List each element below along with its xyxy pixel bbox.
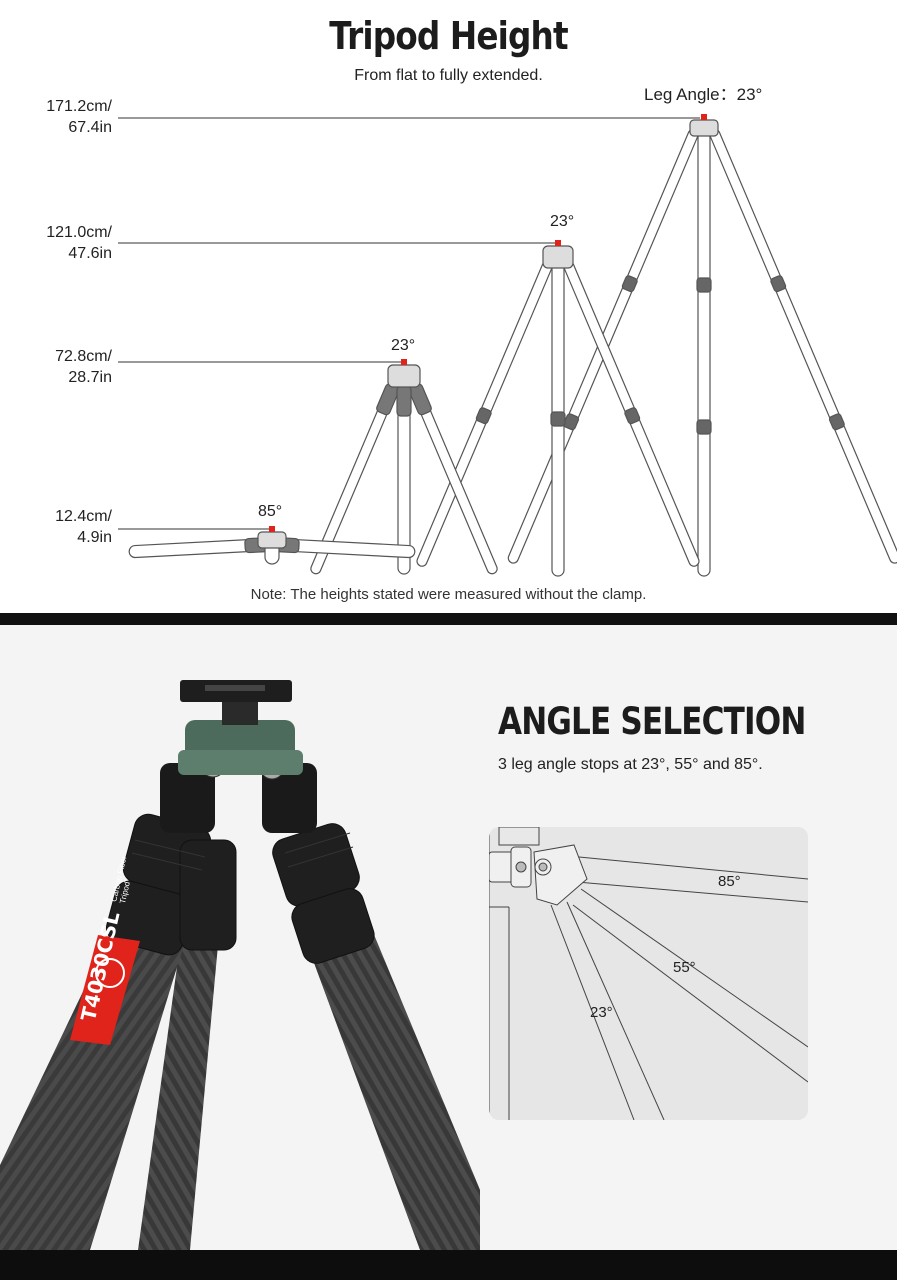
tripod-medium (416, 240, 700, 577)
brand-band (70, 935, 140, 1045)
height-imperial: 28.7in (68, 369, 112, 386)
carbon-leg-right (300, 925, 480, 1250)
height-imperial: 67.4in (68, 119, 112, 136)
angle-label-medium: 23° (550, 213, 575, 230)
section-subtitle: From flat to fully extended. (354, 67, 543, 84)
height-imperial: 4.9in (77, 529, 112, 546)
angle-label-compact: 23° (391, 337, 416, 354)
section-title: Tripod Height (329, 14, 568, 58)
tripod-height-section: Tripod Height From flat to fully extende… (0, 0, 897, 612)
angle-label-23: 23° (590, 1004, 613, 1021)
section-divider (0, 613, 897, 625)
height-metric: 171.2cm/ (46, 98, 112, 115)
angle-label-flat: 85° (258, 503, 283, 520)
angle-selection-title: ANGLE SELECTION (498, 700, 806, 743)
angle-diagram-card: 85° 55° 23° (489, 827, 808, 1120)
height-label-compact: 72.8cm/ 28.7in (0, 346, 112, 388)
leg-grip (105, 813, 375, 964)
leg-angle-label: Leg Angle：23° (644, 85, 763, 104)
height-metric: 12.4cm/ (55, 508, 112, 525)
angle-selection-description: 3 leg angle stops at 23°, 55° and 85°. (498, 756, 763, 773)
angle-diagram (489, 827, 808, 1120)
height-metric: 121.0cm/ (46, 224, 112, 241)
height-metric: 72.8cm/ (55, 348, 112, 365)
angle-label-85: 85° (718, 873, 741, 890)
tripod-product-photo (0, 680, 480, 1250)
carbon-leg-left (0, 925, 190, 1250)
height-diagram (118, 114, 897, 577)
height-label-flat: 12.4cm/ 4.9in (0, 506, 112, 548)
height-label-max: 171.2cm/ 67.4in (0, 96, 112, 138)
height-label-medium: 121.0cm/ 47.6in (0, 222, 112, 264)
bottom-border (0, 1250, 897, 1280)
tripod-compact (310, 359, 498, 575)
carbon-leg-center (138, 945, 218, 1250)
hinge-diagram (489, 827, 588, 906)
measurement-note: Note: The heights stated were measured w… (250, 586, 647, 603)
leg-hinge (160, 763, 215, 833)
height-imperial: 47.6in (68, 245, 112, 262)
leg-hinge (262, 763, 317, 833)
angle-label-55: 55° (673, 959, 696, 976)
tripod-flat (128, 526, 416, 565)
